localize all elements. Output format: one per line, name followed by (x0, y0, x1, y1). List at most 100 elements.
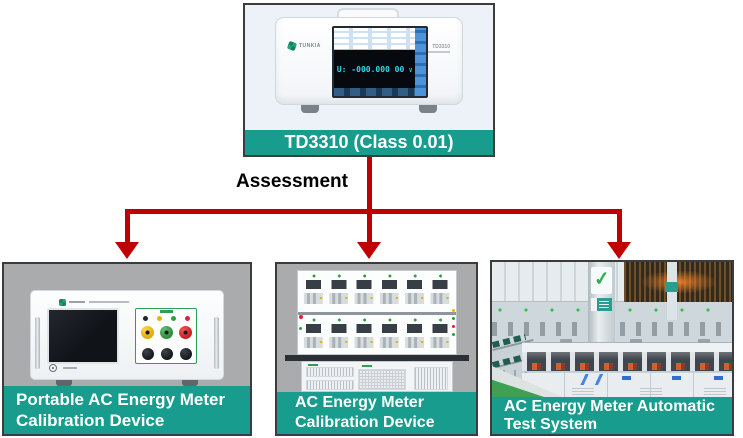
arrowhead-left (115, 242, 139, 259)
binding-post-green (160, 326, 173, 339)
screen-main-display: U: -000.000 00 V (334, 51, 415, 88)
test-line-top-rail (522, 339, 732, 352)
reference-device-banner: TD3310 (Class 0.01) (245, 130, 493, 155)
terminal-knob-black (180, 348, 192, 360)
meter-status-leds (301, 317, 453, 323)
automatic-test-system-card: ✓ (490, 260, 734, 436)
panel-led-green (452, 333, 455, 336)
pillar-sign (591, 298, 612, 311)
banner-line-2: Test System (504, 416, 598, 433)
meter-row-bottom (301, 317, 453, 354)
portable-device-screen (47, 308, 119, 364)
rack-handle-right (214, 317, 219, 369)
blue-label (622, 376, 631, 380)
td3310-front-panel: TUNKIA TD3310 U: -000.000 00 V (275, 17, 463, 105)
arrowhead-right (607, 242, 631, 259)
terminal-small-black (143, 316, 148, 321)
connector-stem (367, 157, 372, 244)
terminal-small-red (185, 316, 190, 321)
panel-divider (298, 312, 456, 315)
touchscreen: U: -000.000 00 V (332, 26, 428, 98)
meter-row-top (301, 273, 453, 310)
terminal-knob-black (142, 348, 154, 360)
cabinet-logo-bar (308, 364, 318, 366)
calibration-device-banner: AC Energy Meter Calibration Device (277, 392, 476, 434)
meter-connector-blocks (301, 337, 453, 348)
blue-stripes-decal (580, 374, 608, 385)
vent-grille (306, 367, 354, 377)
cabinet-logo-bar (362, 365, 372, 367)
lid-handle (630, 339, 642, 343)
assessment-label: Assessment (236, 171, 348, 192)
device-foot (182, 380, 198, 386)
voltage-unit: V (409, 68, 413, 74)
source-cabinet (301, 361, 453, 392)
arrowhead-middle (357, 242, 381, 259)
rack-handle-left (35, 317, 40, 369)
binding-post-red (179, 326, 192, 339)
factory-floor-photo: ✓ (492, 262, 732, 397)
meter-displays (301, 280, 453, 289)
test-system-banner: AC Energy Meter Automatic Test System (492, 397, 732, 434)
tunkia-logo-icon (286, 40, 298, 52)
reference-banner-label: TD3310 (Class 0.01) (284, 132, 454, 152)
banner-line-2: Calibration Device (16, 411, 165, 430)
vent-grille (306, 380, 354, 390)
mesh-grille (358, 369, 406, 390)
device-foot (56, 380, 72, 386)
screen-status-bar (334, 88, 415, 96)
power-label-bar (63, 367, 77, 369)
device-foot (301, 105, 319, 113)
banner-line-1: AC Energy Meter Automatic (504, 398, 715, 415)
model-text-bar (89, 301, 129, 303)
vent-grille (414, 367, 448, 390)
binding-post-yellow (141, 326, 154, 339)
meter-displays (301, 324, 453, 333)
screen-readout-grid (334, 28, 415, 50)
portable-device-image (4, 264, 250, 386)
brand-label: TUNKIA (299, 43, 321, 49)
checkmark-icon: ✓ (592, 268, 611, 291)
reference-device-card: TUNKIA TD3310 U: -000.000 00 V TD3310 (C… (243, 3, 495, 157)
banner-line-1: Portable AC Energy Meter (16, 390, 226, 409)
terminal-small-yellow (157, 316, 162, 321)
voltage-reading: U: -000.000 00 (336, 65, 405, 74)
calibration-device-card: AC Energy Meter Calibration Device (275, 262, 478, 436)
meter-status-leds (301, 273, 453, 279)
test-line-lower-panels (522, 373, 732, 397)
test-line-glass-windows (522, 352, 732, 372)
connector-drop-left (125, 209, 130, 243)
portable-device-banner: Portable AC Energy Meter Calibration Dev… (4, 386, 250, 434)
panel-led-red (452, 325, 455, 328)
pillar-sign-far (665, 282, 678, 292)
vent-grille (640, 386, 662, 395)
lid-handle (698, 339, 710, 343)
portable-calibration-device-card: Portable AC Energy Meter Calibration Dev… (2, 262, 252, 436)
banner-line-1: AC Energy Meter (295, 394, 424, 411)
blue-label (672, 376, 681, 380)
banner-line-2: Calibration Device (295, 414, 435, 431)
logo-text-bar (69, 301, 85, 303)
device-foot (419, 105, 437, 113)
connector-drop-right (617, 209, 622, 243)
panel-led-green (452, 317, 455, 320)
meter-mounting-panel (297, 270, 457, 355)
lid-handle (560, 339, 572, 343)
model-subtext-bar (428, 51, 450, 53)
portable-device-front-panel (30, 290, 224, 380)
terminal-small-green (171, 316, 176, 321)
terminal-knob-black (161, 348, 173, 360)
panel-led-red (299, 315, 303, 319)
power-button (49, 364, 57, 372)
screen-button-column (415, 28, 426, 96)
panel-led-yellow (452, 309, 455, 312)
ceiling-light-glow (640, 270, 718, 294)
panel-header-bar (160, 310, 173, 313)
bench-device-image (277, 264, 476, 392)
blue-label (714, 376, 723, 380)
panel-led-green (299, 327, 302, 330)
checkmark-sign: ✓ (591, 267, 612, 294)
bench-countertop (285, 355, 469, 361)
terminal-panel (135, 308, 197, 364)
